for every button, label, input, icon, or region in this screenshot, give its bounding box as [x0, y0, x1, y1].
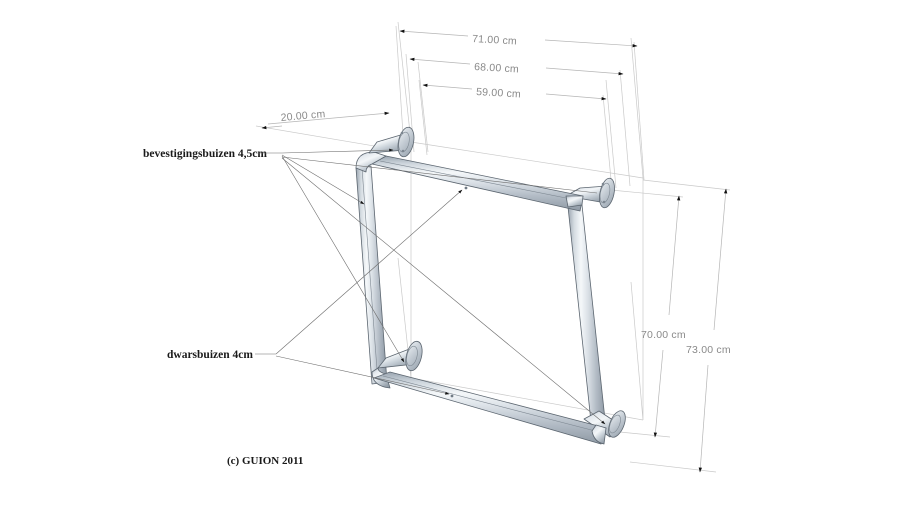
dim-arrow-top — [713, 188, 728, 331]
dim-arrow-depth-start — [261, 125, 283, 130]
flange-screw-hole — [601, 182, 605, 186]
dimension-width-outer: 71.00 cm — [395, 25, 645, 181]
annotation-label-mounting-tubes: bevestigingsbuizen 4,5cm — [143, 148, 267, 160]
dim-arrow-right — [545, 67, 624, 76]
leader-to-top-right-mount — [281, 156, 598, 194]
annotation-label-cross-tubes: dwarsbuizen 4cm — [167, 349, 253, 361]
dimension-label-height-outer: 73.00 cm — [686, 344, 731, 356]
leader-to-bottom-cross-tube — [275, 355, 450, 395]
flange-bottom-left-inner — [406, 345, 418, 367]
elbow-top-right-body — [565, 195, 584, 208]
pipe-post-left-body — [355, 165, 388, 385]
wall-plane-wireframe — [397, 21, 644, 421]
dimension-label-width-outer: 71.00 cm — [472, 33, 517, 47]
dim-arrow-right — [544, 39, 638, 48]
dim-arrow-depth — [267, 111, 390, 125]
flange-top-left-inner — [398, 131, 410, 153]
pipe-post-right — [567, 204, 607, 432]
flange-screw-hole — [401, 149, 405, 153]
mount-tube-bottom-left — [377, 340, 423, 372]
elbow-top-left-body — [355, 151, 387, 173]
pipe-cross-bottom — [373, 371, 607, 445]
dim-arrow-right — [545, 93, 607, 101]
flange-bottom-right-inner — [609, 414, 621, 434]
annotation-cross-tubes: dwarsbuizen 4cm — [167, 189, 463, 395]
pipe-post-right-body — [567, 204, 607, 432]
dim-arrow-top — [668, 195, 681, 316]
copyright-credit: (c) GUION 2011 — [227, 455, 303, 467]
elbow-bottom-right-body — [591, 424, 607, 445]
dimension-label-width-middle: 68.00 cm — [474, 61, 519, 75]
flange-screw-hole — [602, 200, 606, 204]
dimension-label-width-inner: 59.00 cm — [476, 86, 521, 100]
mount-tube-top-left — [368, 126, 415, 158]
leader-to-top-left-mount — [281, 148, 394, 154]
dim-arrow-bottom — [653, 349, 664, 438]
leader-to-post — [281, 154, 365, 205]
elbow-top-right — [565, 195, 584, 208]
dimension-group-widths: 71.00 cm 68.00 cm 59.00 cm — [395, 25, 645, 191]
dim-arrow-bottom — [698, 364, 709, 473]
dim-arrow-left — [422, 83, 473, 90]
dimension-width-inner: 59.00 cm — [418, 79, 613, 191]
elbow-top-left — [355, 151, 387, 173]
dimension-width-middle: 68.00 cm — [405, 53, 631, 187]
pipe-marker-dot — [464, 186, 468, 190]
annotation-group: bevestigingsbuizen 4,5cm dwarsbuizen 4cm — [143, 148, 606, 425]
leader-to-bottom-right-mount — [281, 157, 606, 425]
pipe-post-left — [355, 165, 388, 385]
dim-arrow-left — [399, 29, 469, 37]
pipe-cross-top-body — [371, 155, 584, 212]
leader-to-top-cross-tube — [275, 189, 463, 355]
pipe-cross-top — [371, 155, 584, 212]
pipe-marker-dot — [450, 394, 454, 398]
dimension-label-depth: 20.00 cm — [280, 108, 326, 124]
flange-top-right-inner — [599, 182, 611, 204]
dimension-height-outer: 73.00 cm — [629, 179, 731, 473]
flange-screw-hole — [400, 131, 404, 135]
dimension-label-height-inner: 70.00 cm — [641, 329, 686, 341]
leader-to-bottom-left-mount — [281, 155, 405, 363]
flange-bottom-left — [405, 340, 423, 372]
dim-arrow-left — [409, 57, 471, 65]
annotation-mounting-tubes: bevestigingsbuizen 4,5cm — [143, 148, 606, 425]
flange-bottom-right — [608, 410, 626, 438]
tubular-frame-model — [355, 126, 626, 445]
flange-top-right — [599, 177, 615, 209]
elbow-bottom-right — [591, 424, 607, 445]
